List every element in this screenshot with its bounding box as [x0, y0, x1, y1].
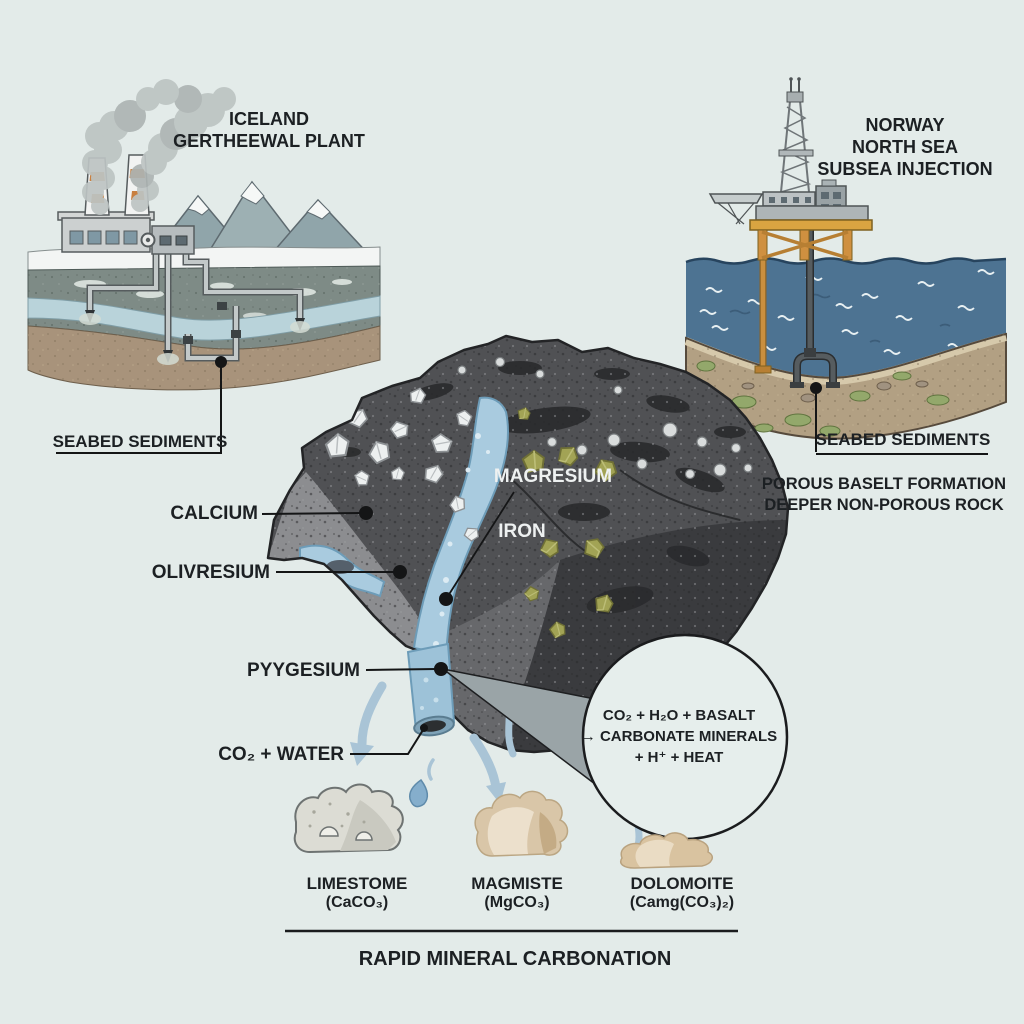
seabed-sediment-layer	[682, 332, 1007, 440]
reaction-line2: → CARBONATE MINERALS	[580, 728, 778, 745]
norway-seabed-leader	[810, 382, 988, 455]
reaction-line1: CO₂ + H₂O + BASALT	[602, 707, 756, 724]
water-outlet-pipe	[406, 642, 456, 737]
norway-title-line2: NORTH SEA	[851, 137, 959, 157]
iceland-title-line1: ICELAND	[228, 109, 309, 129]
iceland-seabed-label: SEABED SEDIMENTS	[52, 432, 228, 451]
iceland-seabed-leader	[56, 356, 227, 454]
rock-leaders	[261, 491, 515, 755]
iceland-title: ICELAND GERTHEEWAL PLANT	[173, 108, 365, 152]
reaction-equation: CO₂ + H₂O + BASALT → CARBONATE MINERALS …	[581, 705, 777, 768]
smoke-icon	[82, 79, 236, 215]
formation-label-line2: DEEPER NON-POROUS ROCK	[764, 496, 1004, 514]
magnesite-name: MAGMISTE	[471, 874, 563, 893]
pyygesium-label: PYYGESIUM	[247, 660, 360, 681]
mineral-samples	[293, 783, 713, 869]
norway-seabed-label: SEABED SEDIMENTS	[815, 430, 991, 449]
olivresium-label: OLIVRESIUM	[151, 562, 270, 583]
rig-leg-pipe	[754, 218, 840, 388]
geothermal-plant-icon	[57, 79, 236, 255]
iceland-illustration	[27, 79, 381, 454]
co2-water-label: CO₂ + WATER	[218, 744, 344, 765]
calcium-label: CALCIUM	[170, 503, 258, 524]
basalt-rock-illustration	[261, 334, 790, 856]
magresium-label: MAGRESIUM	[493, 466, 613, 487]
iron-label: IRON	[498, 521, 546, 542]
dolomite-sample-icon	[620, 832, 713, 869]
algae-patches	[682, 360, 950, 437]
dolomite-formula: (Camg(CO₃)₂)	[629, 894, 735, 911]
reaction-line3: + H⁺ + HEAT	[634, 749, 724, 766]
limestone-name: LIMESTOME	[306, 874, 408, 893]
geothermal-pipes	[79, 252, 310, 365]
water-channel	[299, 396, 509, 656]
diagram-title: RAPID MINERAL CARBONATION	[358, 948, 672, 970]
dolomite-name: DOLOMOITE	[630, 874, 734, 893]
rock-pebbles	[457, 356, 753, 480]
norway-title-line1: NORWAY	[865, 115, 945, 135]
magnesite-sample-icon	[474, 790, 569, 857]
formation-label: POROUS BASELT FORMATION DEEPER NON-POROU…	[762, 474, 1006, 516]
formation-label-line1: POROUS BASELT FORMATION	[761, 475, 1007, 493]
helipad-icon	[708, 193, 764, 225]
norway-title-line3: SUBSEA INJECTION	[817, 159, 993, 179]
norway-illustration	[682, 77, 1007, 455]
water-droplet-icon	[408, 758, 435, 808]
limestone-formula: (CaCO₃)	[325, 894, 389, 911]
oil-rig-icon	[708, 77, 873, 261]
iceland-title-line2: GERTHEEWAL PLANT	[173, 131, 365, 151]
magnesite-formula: (MgCO₃)	[484, 894, 550, 911]
wave-marks	[699, 269, 995, 355]
limestone-sample-icon	[293, 783, 404, 854]
norway-title: NORWAY NORTH SEA SUBSEA INJECTION	[817, 114, 992, 180]
